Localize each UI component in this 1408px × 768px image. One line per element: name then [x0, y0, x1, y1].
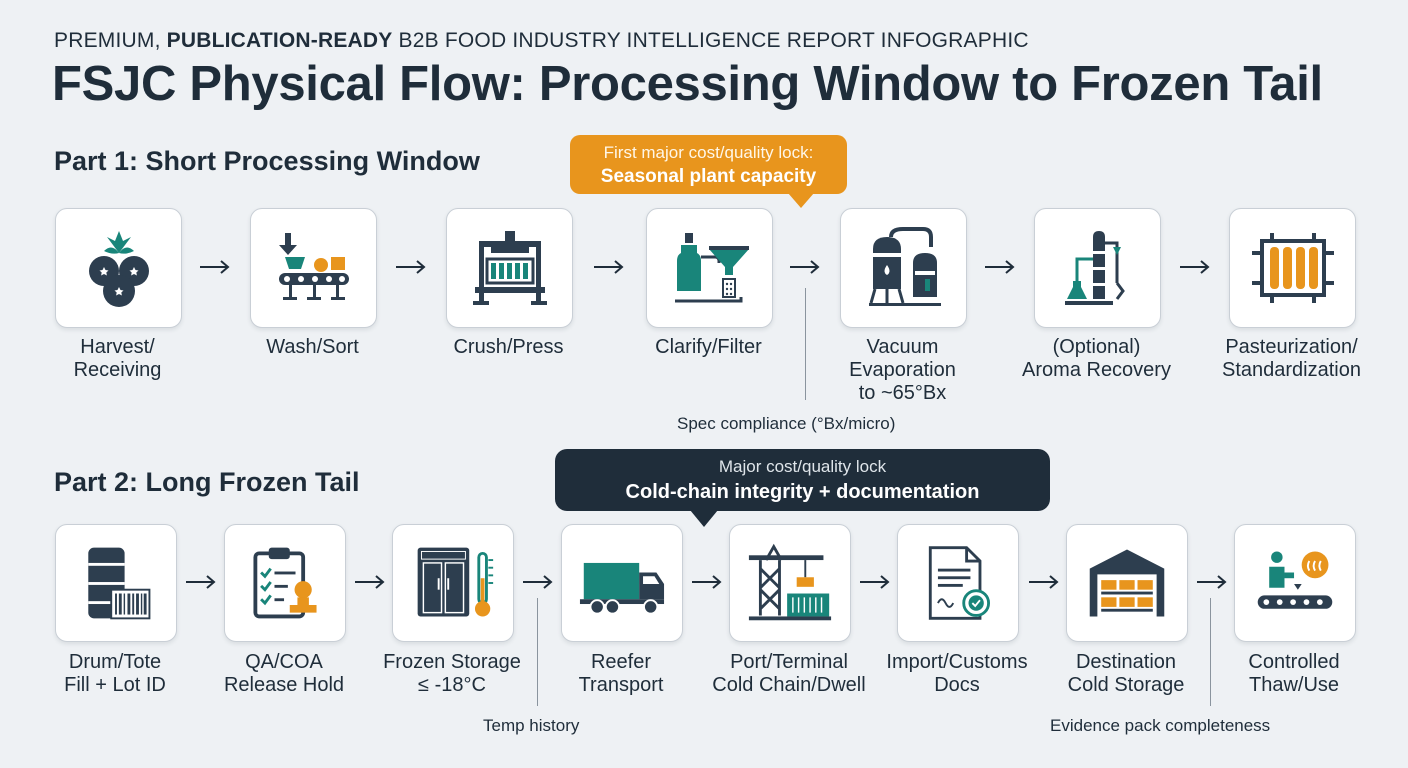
evaporator-icon: [868, 227, 941, 306]
step-port-terminal-card[interactable]: [729, 524, 851, 642]
flow-arrow: [860, 575, 890, 589]
spec-annotation-line: [805, 288, 806, 400]
part1-callout-line1: First major cost/quality lock:: [603, 143, 814, 162]
step-vacuum-evaporation-label: Vacuum Evaporation to ~65°Bx: [849, 336, 956, 404]
part1-heading: Part 1: Short Processing Window: [54, 146, 480, 176]
step-port-terminal-label: Port/Terminal Cold Chain/Dwell: [712, 651, 866, 696]
step-qa-coa-card[interactable]: [224, 524, 346, 642]
step-crush-press-label: Crush/Press: [453, 336, 564, 358]
step-vacuum-evaporation-card[interactable]: [840, 208, 967, 328]
part2-callout-line1: Major cost/quality lock: [718, 457, 887, 476]
clipboard-stamp-icon: [253, 547, 317, 619]
flow-arrow: [594, 260, 624, 274]
page-title: FSJC Physical Flow: Processing Window to…: [52, 57, 1323, 111]
part2-heading: Part 2: Long Frozen Tail: [54, 467, 360, 497]
spec-compliance-note: Spec compliance (°Bx/micro): [677, 414, 896, 433]
step-frozen-storage-label: Frozen Storage ≤ -18°C: [383, 651, 521, 696]
filter-funnel-icon: [674, 233, 749, 303]
conveyor-sort-icon: [278, 233, 349, 300]
evidence-pack-line: [1210, 598, 1211, 706]
flow-arrow: [1180, 260, 1210, 274]
report-kicker: PREMIUM, PUBLICATION-READY B2B FOOD INDU…: [54, 29, 1029, 53]
step-import-customs-card[interactable]: [897, 524, 1019, 642]
step-clarify-filter-card[interactable]: [646, 208, 773, 328]
flow-arrow: [985, 260, 1015, 274]
part1-callout: First major cost/quality lock: Seasonal …: [570, 135, 847, 208]
flow-arrow: [790, 260, 820, 274]
part1-callout-line2: Seasonal plant capacity: [600, 166, 817, 187]
step-wash-sort-label: Wash/Sort: [266, 336, 359, 358]
step-wash-sort-card[interactable]: [250, 208, 377, 328]
evidence-pack-note: Evidence pack completeness: [1050, 716, 1271, 735]
step-aroma-recovery-card[interactable]: [1034, 208, 1161, 328]
step-drum-fill-card[interactable]: [55, 524, 177, 642]
kicker-pre: PREMIUM,: [54, 29, 167, 52]
kicker-post: B2B FOOD INDUSTRY INTELLIGENCE REPORT IN…: [392, 29, 1029, 52]
flow-arrow: [1029, 575, 1059, 589]
step-reefer-transport-label: Reefer Transport: [578, 651, 664, 696]
step-controlled-thaw-label: Controlled Thaw/Use: [1248, 651, 1340, 696]
step-drum-fill-label: Drum/Tote Fill + Lot ID: [64, 651, 166, 696]
freezer-thermometer-icon: [417, 547, 494, 617]
drum-barcode-icon: [88, 547, 151, 620]
part2-callout-line2: Cold-chain integrity + documentation: [625, 481, 980, 503]
callout-pointer: [690, 510, 718, 527]
part2-callout: Major cost/quality lock Cold-chain integ…: [555, 449, 1050, 527]
step-reefer-transport-card[interactable]: [561, 524, 683, 642]
heat-exchanger-icon: [1251, 233, 1334, 303]
step-aroma-recovery-label: (Optional) Aroma Recovery: [1022, 336, 1171, 381]
step-pasteurization-label: Pasteurization/ Standardization: [1222, 336, 1361, 381]
berries-icon: [88, 231, 149, 307]
flow-arrow: [396, 260, 426, 274]
step-crush-press-card[interactable]: [446, 208, 573, 328]
step-harvest-card[interactable]: [55, 208, 182, 328]
step-harvest-label: Harvest/ Receiving: [73, 336, 162, 381]
step-destination-storage-card[interactable]: [1066, 524, 1188, 642]
step-import-customs-label: Import/Customs Docs: [886, 651, 1028, 696]
warehouse-icon: [1089, 549, 1165, 617]
step-frozen-storage-card[interactable]: [392, 524, 514, 642]
step-controlled-thaw-card[interactable]: [1234, 524, 1356, 642]
flow-arrow: [355, 575, 385, 589]
flow-arrow: [692, 575, 722, 589]
temp-history-line: [537, 598, 538, 706]
kicker-bold: PUBLICATION-READY: [166, 29, 393, 52]
document-seal-icon: [928, 546, 991, 620]
press-icon: [472, 231, 547, 305]
flow-arrow: [200, 260, 230, 274]
distillation-column-icon: [1064, 231, 1125, 305]
flow-arrow: [1197, 575, 1227, 589]
callout-pointer: [788, 193, 814, 208]
temp-history-note: Temp history: [483, 716, 580, 735]
thaw-conveyor-icon: [1257, 551, 1333, 609]
step-qa-coa-label: QA/COA Release Hold: [223, 651, 345, 696]
flow-arrow: [523, 575, 553, 589]
reefer-truck-icon: [579, 562, 665, 615]
flow-arrow: [186, 575, 216, 589]
step-pasteurization-card[interactable]: [1229, 208, 1356, 328]
step-destination-storage-label: Destination Cold Storage: [1067, 651, 1185, 696]
port-crane-icon: [748, 543, 832, 621]
step-clarify-filter-label: Clarify/Filter: [655, 336, 762, 358]
